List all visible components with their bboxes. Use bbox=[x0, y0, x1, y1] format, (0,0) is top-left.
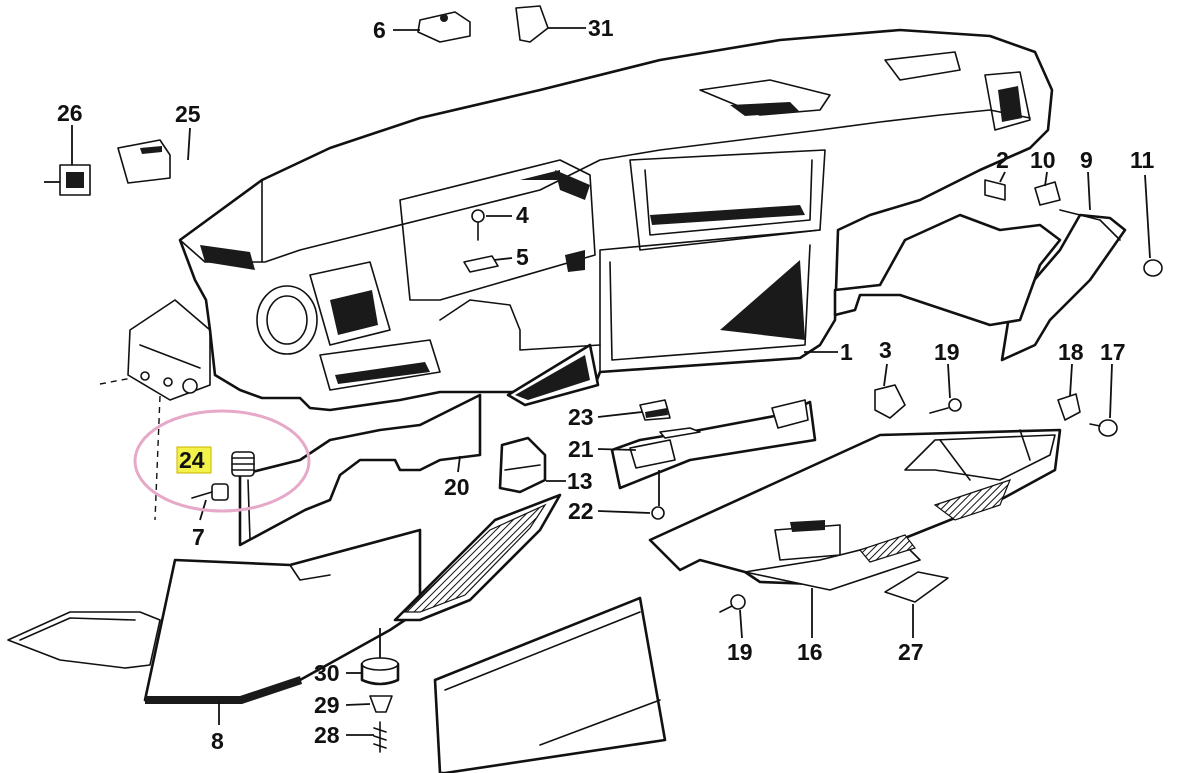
part-5-nut[interactable] bbox=[463, 255, 499, 273]
part-19-screw-top[interactable] bbox=[929, 398, 962, 414]
callout-1[interactable]: 1 bbox=[840, 339, 853, 365]
part-24-nut[interactable] bbox=[231, 451, 255, 477]
callout-25[interactable]: 25 bbox=[175, 101, 201, 127]
callout-10[interactable]: 10 bbox=[1030, 147, 1056, 173]
callout-31[interactable]: 31 bbox=[588, 15, 614, 41]
callout-7[interactable]: 7 bbox=[192, 524, 205, 550]
callout-28[interactable]: 28 bbox=[314, 722, 340, 748]
part-8-knee-panel[interactable] bbox=[143, 528, 422, 704]
part-25-clip[interactable] bbox=[117, 139, 171, 184]
callout-19-top[interactable]: 19 bbox=[934, 339, 960, 365]
part-19-screw-bottom[interactable] bbox=[719, 594, 746, 613]
part-22-nut[interactable] bbox=[651, 506, 665, 520]
callout-13[interactable]: 13 bbox=[567, 468, 593, 494]
part-4-screw[interactable] bbox=[471, 209, 485, 241]
callout-21[interactable]: 21 bbox=[568, 436, 594, 462]
part-20-lower-trim[interactable] bbox=[238, 393, 482, 547]
part-28-screw[interactable] bbox=[373, 721, 387, 753]
callout-labels: 6 31 26 25 4 5 1 2 10 9 11 3 19 18 17 23… bbox=[57, 15, 1155, 754]
callout-22[interactable]: 22 bbox=[568, 498, 594, 524]
part-2-plug[interactable] bbox=[984, 179, 1006, 201]
callout-9[interactable]: 9 bbox=[1080, 147, 1093, 173]
dashboard-lower-shelf bbox=[506, 343, 600, 407]
callout-30[interactable]: 30 bbox=[314, 660, 340, 686]
callout-23[interactable]: 23 bbox=[568, 404, 594, 430]
lower-cover-panel bbox=[393, 493, 562, 622]
part-7-screw[interactable] bbox=[191, 483, 229, 501]
part-16-glovebox[interactable] bbox=[648, 428, 1062, 591]
callout-6[interactable]: 6 bbox=[373, 17, 386, 43]
callout-29[interactable]: 29 bbox=[314, 692, 340, 718]
part-11-cap[interactable] bbox=[1143, 259, 1163, 277]
bottom-front-panel bbox=[433, 596, 667, 773]
part-31-bracket[interactable] bbox=[515, 5, 549, 43]
right-lower-trim bbox=[833, 213, 1062, 327]
part-13-bracket[interactable] bbox=[498, 436, 547, 494]
callout-27[interactable]: 27 bbox=[898, 639, 924, 665]
part-17-plug[interactable] bbox=[1089, 419, 1118, 437]
part-8-side-tray bbox=[7, 611, 161, 669]
part-30-buffer[interactable] bbox=[360, 657, 400, 686]
callout-19-bottom[interactable]: 19 bbox=[727, 639, 753, 665]
part-21-bracket[interactable] bbox=[610, 399, 817, 490]
callout-11[interactable]: 11 bbox=[1130, 147, 1155, 173]
callout-18[interactable]: 18 bbox=[1058, 339, 1084, 365]
part-18-nut[interactable] bbox=[1057, 393, 1081, 421]
part-27-pad[interactable] bbox=[884, 571, 949, 603]
callout-2[interactable]: 2 bbox=[996, 147, 1009, 173]
callout-26[interactable]: 26 bbox=[57, 100, 83, 126]
callout-24[interactable]: 24 bbox=[179, 447, 205, 473]
leader-dash-left-down bbox=[154, 395, 161, 521]
part-10-clip[interactable] bbox=[1034, 181, 1061, 206]
callout-8[interactable]: 8 bbox=[211, 728, 224, 754]
callout-4[interactable]: 4 bbox=[516, 202, 529, 228]
callout-3[interactable]: 3 bbox=[879, 337, 892, 363]
callout-17[interactable]: 17 bbox=[1100, 339, 1126, 365]
callout-5[interactable]: 5 bbox=[516, 244, 529, 270]
part-3-clip[interactable] bbox=[874, 384, 906, 419]
part-6-clip[interactable] bbox=[417, 11, 471, 43]
highlight-box-24 bbox=[176, 446, 212, 474]
callout-20[interactable]: 20 bbox=[444, 474, 470, 500]
highlight-ring bbox=[133, 409, 311, 513]
part-26-switch-housing[interactable] bbox=[59, 164, 91, 196]
callout-16[interactable]: 16 bbox=[797, 639, 823, 665]
leader-lines bbox=[44, 27, 1151, 736]
leader-dash-left bbox=[99, 377, 133, 385]
part-23-clip[interactable] bbox=[639, 399, 671, 421]
part-29-clip[interactable] bbox=[369, 695, 393, 713]
